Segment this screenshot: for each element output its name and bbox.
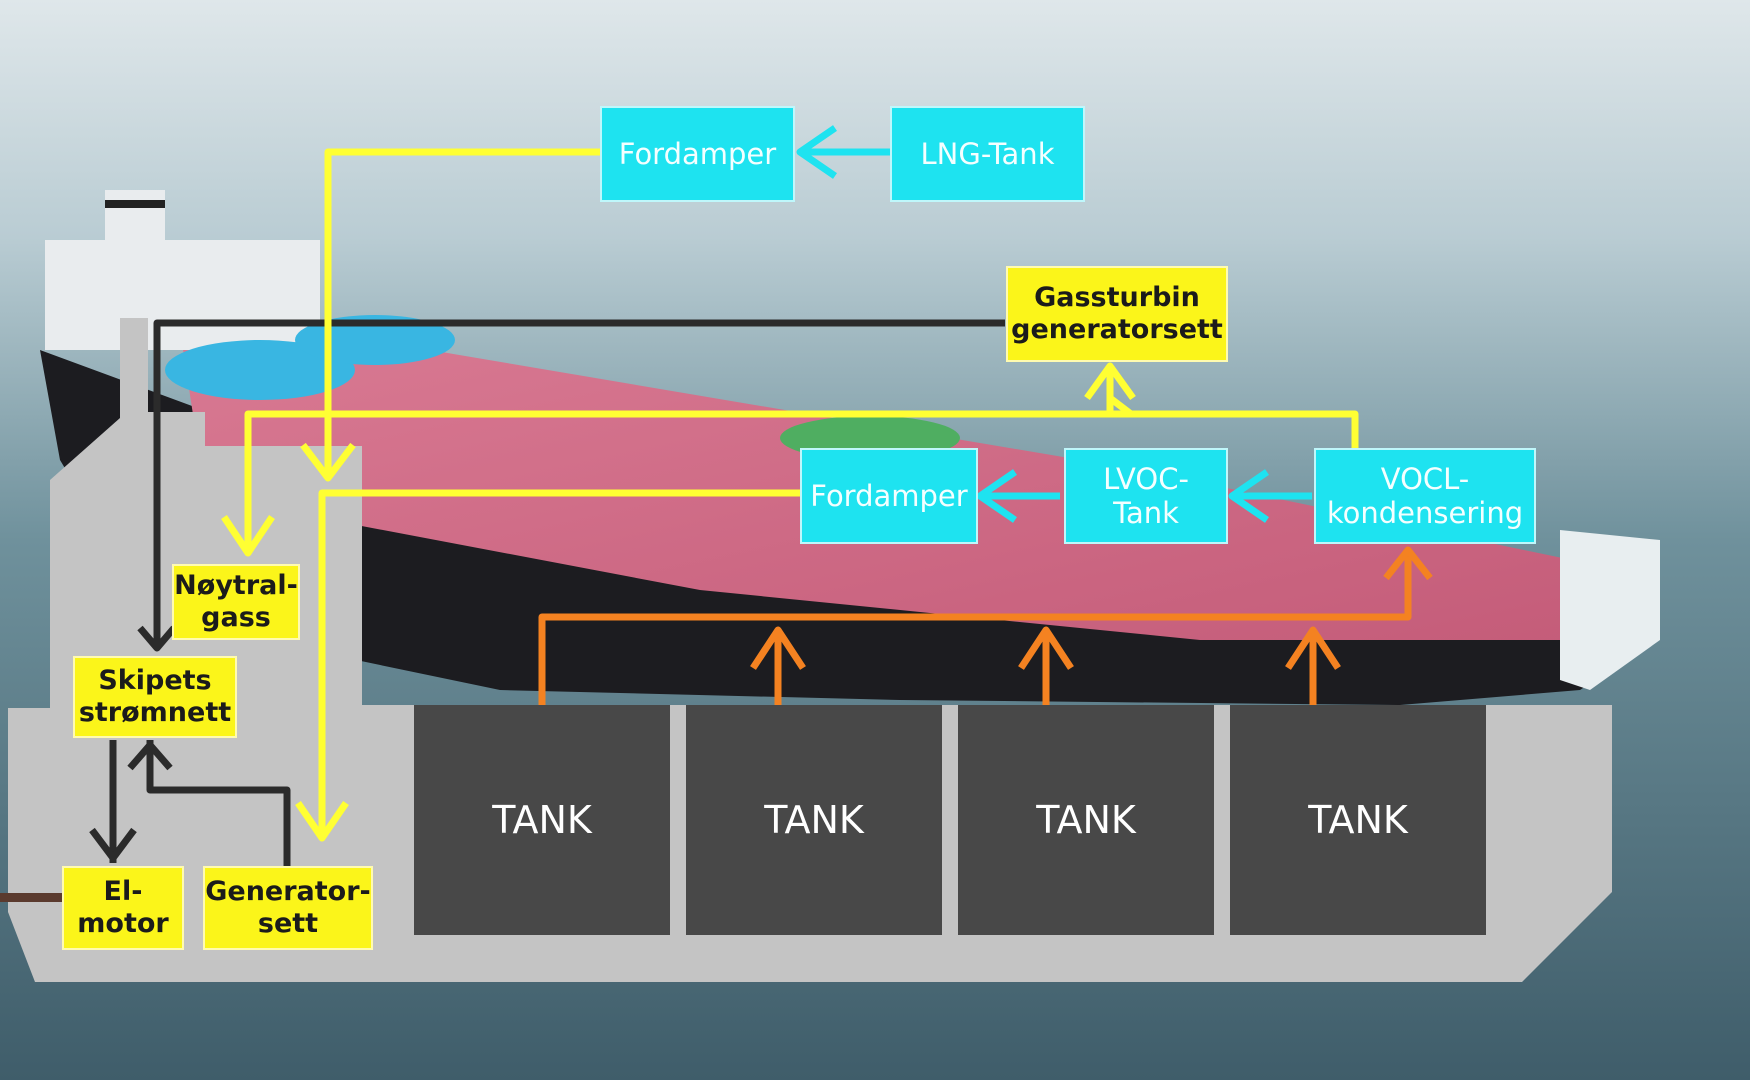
lvoc-tank-box: LVOC- Tank xyxy=(1064,448,1228,544)
lng-cylinder-illustration xyxy=(165,340,355,400)
arrowhead-fordamper-mid xyxy=(976,469,1017,523)
arrowhead-fordamper-top-down xyxy=(300,442,356,482)
stromnett-box: Skipets strømnett xyxy=(73,656,237,738)
arrowhead-generatorsett xyxy=(295,801,349,842)
gassturbin-label: Gassturbin generatorsett xyxy=(1011,282,1223,345)
ship-superstructure xyxy=(45,240,320,350)
gassturbin-box: Gassturbin generatorsett xyxy=(1006,266,1228,362)
cargo-tank-2: TANK xyxy=(686,705,942,935)
bow-box-illustration xyxy=(1560,530,1660,690)
fordamper-mid-box: Fordamper xyxy=(800,448,978,544)
line-fordamper-top-down xyxy=(324,148,600,478)
cargo-tank-4: TANK xyxy=(1230,705,1486,935)
cargo-tank-label: TANK xyxy=(492,798,592,842)
cargo-tank-label: TANK xyxy=(764,798,864,842)
arrowhead-stromnett xyxy=(137,625,177,652)
line-fordamper-mid-to-generatorsett xyxy=(318,489,800,838)
ship-funnel xyxy=(105,190,165,245)
fordamper-top-label: Fordamper xyxy=(618,136,777,171)
arrowhead-tank2 xyxy=(750,626,806,670)
arrowhead-noytralgass xyxy=(221,515,275,557)
noytralgass-box: Nøytral- gass xyxy=(172,564,300,640)
lng-cylinder-illustration xyxy=(295,315,455,365)
cargo-tank-label: TANK xyxy=(1036,798,1136,842)
fordamper-top-box: Fordamper xyxy=(600,106,795,202)
arrowhead-lvoc xyxy=(1228,469,1269,523)
line-to-noytralgass xyxy=(244,410,1110,553)
lvoc-tank-label: LVOC- Tank xyxy=(1103,461,1189,530)
arrowhead-vocl xyxy=(1383,546,1433,581)
line-generatorsett-to-stromnett xyxy=(146,740,291,868)
fordamper-mid-label: Fordamper xyxy=(810,478,968,513)
arrowhead-tank4 xyxy=(1285,626,1341,670)
vocl-box: VOCL- kondensering xyxy=(1314,448,1536,544)
line-vocl-to-gassturbin xyxy=(1106,366,1359,452)
noytralgass-label: Nøytral- gass xyxy=(174,570,298,633)
propeller-shaft xyxy=(0,893,62,902)
line-gassturbin-to-stromnett xyxy=(153,319,1005,645)
stromnett-label: Skipets strømnett xyxy=(78,665,232,728)
cargo-tank-3: TANK xyxy=(958,705,1214,935)
arrowhead-stromnett-from-gen xyxy=(127,741,173,771)
cargo-tank-label: TANK xyxy=(1308,798,1408,842)
vocl-label: VOCL- kondensering xyxy=(1326,461,1524,530)
cargo-tank-1: TANK xyxy=(414,705,670,935)
generatorsett-label: Generator- sett xyxy=(205,876,371,939)
line-tanks-to-vocl xyxy=(538,550,1412,705)
arrowhead-fordamper-top xyxy=(796,125,837,179)
generatorsett-box: Generator- sett xyxy=(203,866,373,950)
arrowhead-gassturbin-right xyxy=(1084,362,1136,401)
arrowhead-elmotor xyxy=(89,827,137,862)
lng-tank-box: LNG-Tank xyxy=(890,106,1085,202)
elmotor-label: El- motor xyxy=(77,876,169,939)
lng-tank-label: LNG-Tank xyxy=(920,136,1055,171)
arrowhead-tank3 xyxy=(1018,626,1074,670)
elmotor-box: El- motor xyxy=(62,866,184,950)
